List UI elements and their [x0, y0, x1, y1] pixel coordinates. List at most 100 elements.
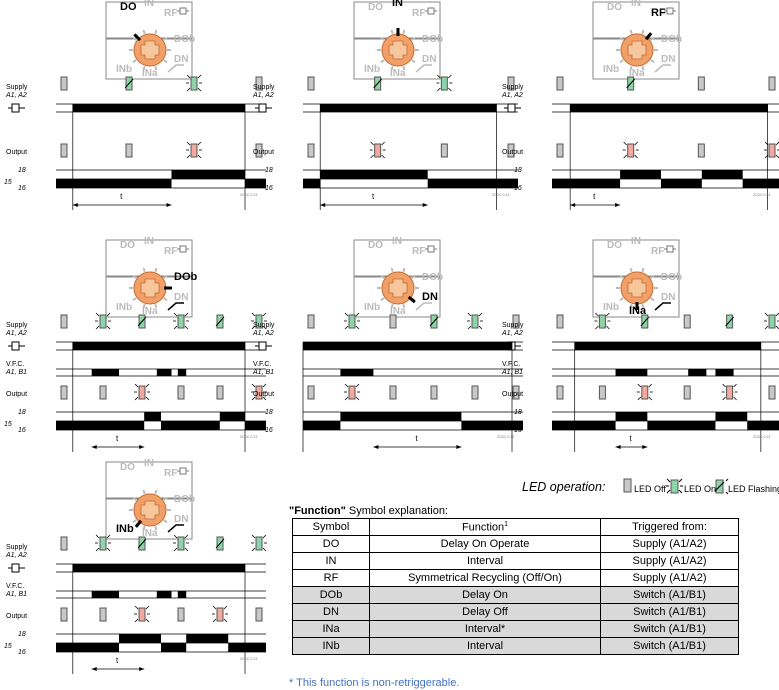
terminal-15-label: 15 — [251, 421, 259, 428]
led-indicator — [99, 536, 107, 551]
led-indicator — [471, 385, 479, 400]
dial-center-cross — [140, 500, 160, 520]
dial-label: INb — [364, 64, 380, 75]
supply-label: Supply — [6, 544, 28, 551]
cell-trigger: Switch (A1/B1) — [600, 586, 739, 604]
led-ray — [173, 312, 178, 317]
led-ray — [251, 312, 256, 317]
dial-tick — [154, 525, 158, 531]
contact-18-pulse — [615, 412, 648, 421]
led-ray — [381, 154, 385, 159]
led-ray — [355, 383, 360, 388]
dial-panel-top — [105, 1, 193, 39]
led-indicator — [389, 314, 397, 329]
dial-tick — [390, 65, 394, 71]
led-ray — [623, 154, 627, 159]
dial-tick — [641, 303, 645, 309]
dial-tick — [619, 297, 624, 302]
led-indicator — [430, 385, 438, 400]
relay-coil-icon — [8, 341, 25, 351]
dial-label: RF — [651, 7, 666, 19]
contact-18-pulse — [620, 170, 661, 179]
led-ray — [212, 605, 217, 610]
dial-tick — [641, 65, 645, 71]
dial-label: DO — [368, 240, 383, 251]
diagram-code: 2CDC.0.13 — [240, 193, 257, 197]
led-indicator — [627, 143, 635, 158]
led-indicator — [255, 76, 263, 91]
vfc-pulse — [177, 591, 187, 598]
supply-terminals: A1, A2 — [501, 92, 523, 99]
led-ray — [355, 396, 360, 401]
cell-trigger: Supply (A1/A2) — [600, 552, 739, 570]
dial-tick — [411, 274, 416, 279]
dial-label: INa — [629, 68, 645, 79]
dial-tick — [132, 59, 137, 64]
dial-tick — [641, 267, 645, 273]
t-arrowheads — [570, 203, 621, 207]
terminal-16-label: 16 — [265, 427, 273, 434]
contact-16-pulse — [245, 421, 266, 430]
led-indicator — [768, 143, 776, 158]
led-ray — [262, 383, 267, 388]
ramp-icon — [654, 302, 671, 311]
led-ray — [262, 396, 267, 401]
dial-label: DN — [661, 54, 675, 65]
dial-pointer — [644, 32, 653, 41]
led-ray — [595, 312, 599, 317]
led-ray — [262, 312, 267, 317]
led-indicator — [60, 385, 68, 400]
led-indicator — [768, 76, 776, 91]
led-indicator — [683, 314, 691, 329]
led-indicator — [177, 385, 185, 400]
led-indicator — [697, 76, 705, 91]
ramp-icon — [654, 64, 671, 73]
vfc-terminals: A1, B1 — [501, 369, 523, 376]
dial-pointer — [407, 295, 416, 304]
led-ray — [467, 325, 472, 330]
led-flash-mark — [215, 316, 225, 327]
supply-pulse — [72, 342, 245, 350]
led-indicator — [99, 385, 107, 400]
led-indicator — [556, 385, 564, 400]
dial-label: INb — [603, 64, 619, 75]
vfc-label: V.F.C. — [502, 361, 520, 368]
terminal-16-label: 16 — [18, 185, 26, 192]
dial-tick — [154, 29, 158, 35]
terminal-16-label: 16 — [18, 427, 26, 434]
led-flash-mark — [137, 316, 147, 327]
led-indicator — [216, 385, 224, 400]
relay-coil-icon — [255, 341, 272, 351]
led-ray — [722, 383, 726, 388]
led-indicator — [374, 143, 382, 158]
led-ray — [223, 618, 228, 623]
led-ray — [197, 87, 202, 92]
led-indicator — [440, 143, 448, 158]
relay-icon — [425, 7, 437, 15]
dial-center-cross — [140, 278, 160, 298]
contact-16-pulse — [552, 179, 621, 188]
header-symbol: Symbol — [292, 518, 370, 536]
led-ray — [344, 383, 349, 388]
led-indicator — [60, 76, 68, 91]
dial-label: DOb — [661, 272, 682, 283]
dial-label: INa — [390, 68, 406, 79]
led-flash-mark — [373, 78, 383, 89]
contact-16-pulse — [161, 421, 220, 430]
led-ray — [595, 325, 599, 330]
led-indicator — [507, 76, 515, 91]
led-ray — [184, 534, 189, 539]
dial-pointer — [134, 519, 143, 528]
relay-icon — [177, 7, 189, 15]
led-indicator — [598, 385, 606, 400]
dial-tick — [163, 297, 168, 302]
vfc-terminals: A1, B1 — [5, 591, 27, 598]
led-ray — [637, 383, 642, 388]
output-label: Output — [6, 149, 27, 156]
diagram-code: 2CDC.0.13 — [492, 193, 509, 197]
led-ray — [381, 141, 385, 146]
led-ray — [733, 396, 737, 401]
